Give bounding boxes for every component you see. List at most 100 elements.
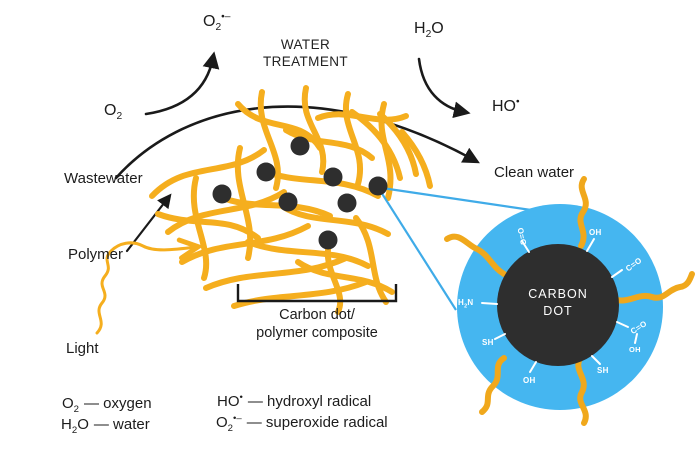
bond-tick <box>521 240 530 253</box>
polymer-strand <box>399 129 433 189</box>
polymer-strand <box>149 147 267 199</box>
legend-superoxide-sub: 2 <box>227 423 234 434</box>
carbon-dot-title: CARBON DOT <box>508 286 608 320</box>
carbon-dot-node <box>323 167 343 187</box>
bond-tick <box>586 238 595 252</box>
superoxide-sub: 2 <box>215 22 222 34</box>
magnifier-line-upper <box>381 186 532 212</box>
water-treatment-line1: WATER <box>280 37 331 52</box>
h2o-part1: H <box>414 20 426 37</box>
oxygen-to-superoxide-arrow <box>144 51 220 116</box>
carbon-dot-title-line2: DOT <box>543 304 573 318</box>
legend-oxygen-desc: — oxygen <box>84 395 152 412</box>
fg-thiol-lower-right: SH <box>597 366 609 375</box>
polymer-strand <box>343 91 363 187</box>
polymer-strand <box>295 259 395 295</box>
polymer-strand <box>353 215 389 305</box>
fg-hydroxyl-top: OH <box>589 228 602 237</box>
composite-bracket <box>236 284 398 303</box>
polymer-strand <box>231 279 369 309</box>
superoxide-sup: •– <box>221 11 231 23</box>
polymer-chain <box>609 271 695 304</box>
label-oxygen-left: O2 <box>104 102 123 123</box>
magnifier-line-lower <box>380 191 457 311</box>
carbon-dot-node <box>368 176 388 196</box>
legend-water: H2O— water <box>61 416 150 436</box>
bond-tick <box>591 355 601 365</box>
fg-amine: H2N <box>458 298 474 310</box>
polymer-strand <box>215 193 333 219</box>
label-hydroxyl-top: HO• <box>492 97 520 116</box>
composite-caption-line2: polymer composite <box>256 324 378 341</box>
polymer-strand <box>279 203 391 237</box>
carbon-dot-nodes <box>212 136 388 250</box>
polymer-strand <box>377 111 419 177</box>
superoxide-base: O <box>203 13 216 30</box>
polymer-strand <box>245 239 371 269</box>
legend-superoxide-desc: — superoxide radical <box>246 414 388 431</box>
carbon-dot-node <box>256 162 276 182</box>
h2o-part2: O <box>431 20 444 37</box>
legend-water-sub: 2 <box>71 425 78 436</box>
bond-tick <box>634 333 638 344</box>
h2o-sub: 2 <box>425 29 432 41</box>
polymer-strand <box>349 109 403 181</box>
bond-tick <box>611 269 623 278</box>
magnifier-lines <box>380 186 532 311</box>
legend-hydroxyl-base: HO <box>217 393 240 410</box>
functional-group-bonds <box>481 238 638 373</box>
polymer-strand <box>190 175 210 281</box>
polymer-chain <box>577 176 589 249</box>
legend-water-desc: — water <box>93 416 150 433</box>
legend-superoxide: O2•– — superoxide radical <box>216 413 388 434</box>
amine-part2: N <box>467 298 474 307</box>
legend-superoxide-sup: •– <box>233 413 242 424</box>
polymer-strand <box>301 85 327 175</box>
fg-hydroxyl-bottom: OH <box>523 376 536 385</box>
label-water-treatment: WATER TREATMENT <box>233 36 378 70</box>
polymer-strand <box>165 189 287 235</box>
water-treatment-line2: TREATMENT <box>262 54 349 69</box>
label-wastewater: Wastewater <box>64 170 143 187</box>
legend-oxygen-base: O <box>62 395 74 412</box>
label-h2o-top: H2O <box>414 20 444 41</box>
carbon-dot-title-line1: CARBON <box>528 287 588 301</box>
polymer-strand <box>234 145 254 261</box>
legend-hydroxyl: HO•— hydroxyl radical <box>217 393 371 410</box>
label-superoxide-top: O2•– <box>203 11 231 34</box>
amine-part1: H <box>458 298 465 307</box>
carbon-dot-node <box>337 193 357 213</box>
hydroxyl-base: HO <box>492 98 516 115</box>
legend-water-part2: O <box>77 416 89 433</box>
water-to-hydroxyl-arrow <box>417 57 471 119</box>
fg-carboxyl-oh: OH <box>629 345 641 354</box>
carbon-dot-node <box>290 136 310 156</box>
light-wavy-arrow <box>95 243 196 335</box>
bond-tick <box>494 333 506 340</box>
bond-tick <box>481 302 498 305</box>
legend-oxygen-sub: 2 <box>73 404 80 415</box>
amine-sub: 2 <box>464 303 468 310</box>
carbon-dot-core-circle <box>497 244 619 366</box>
legend-hydroxyl-sup: • <box>239 392 243 403</box>
legend-oxygen: O2 — oxygen <box>62 395 152 415</box>
polymer-chain <box>444 233 507 277</box>
polymer-strand <box>283 127 375 161</box>
carbon-dot-node <box>278 192 298 212</box>
label-composite-caption: Carbon dot/ polymer composite <box>227 307 407 342</box>
legend-superoxide-base: O <box>216 414 228 431</box>
oxygen-base: O <box>104 102 117 119</box>
shell-polymer-chains <box>444 176 695 426</box>
oxygen-sub: 2 <box>116 111 123 123</box>
legend-water-part1: H <box>61 416 72 433</box>
composite-caption-line1: Carbon dot/ <box>279 307 355 323</box>
fg-thiol-lower-left: SH <box>482 338 494 347</box>
polymer-chain <box>479 355 507 415</box>
label-clean-water: Clean water <box>494 164 575 181</box>
polymer-chain <box>575 354 589 426</box>
bond-tick <box>529 361 537 373</box>
carbon-dot-node <box>212 184 232 204</box>
bond-tick <box>616 321 629 328</box>
wastewater-to-cleanwater-arc <box>114 105 480 180</box>
